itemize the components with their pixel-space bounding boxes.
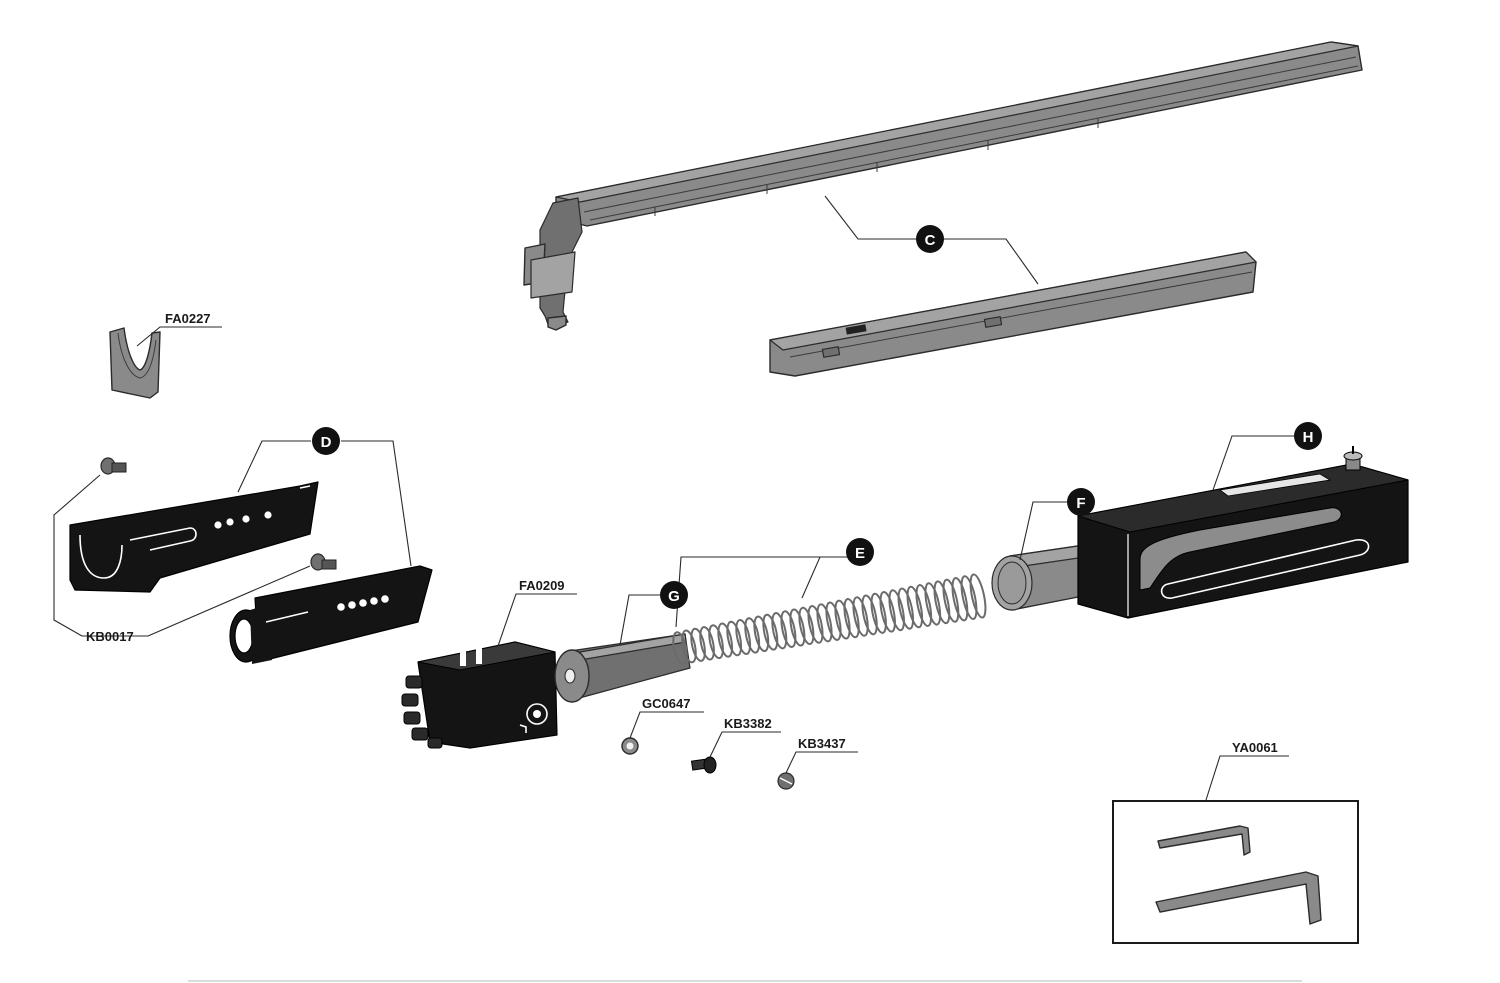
spring-coil: [771, 612, 788, 650]
spring-coil: [897, 587, 915, 630]
spring-coil: [717, 622, 734, 658]
kb0017-screw-upper: [100, 457, 127, 475]
spring-coil: [843, 597, 860, 639]
spring-clip-part: [109, 327, 161, 399]
small-hex-key: [1157, 825, 1251, 856]
long-top-rail: [523, 41, 1363, 331]
badge-C: C: [916, 225, 944, 253]
badge-G: G: [660, 581, 688, 609]
badge-F: F: [1067, 488, 1095, 516]
large-hex-key: [1155, 871, 1322, 925]
upper-end-bracket: [69, 481, 319, 593]
label-ya0061: YA0061: [1232, 740, 1278, 755]
spring-coil: [744, 617, 761, 654]
spring-coil: [681, 629, 697, 664]
svg-text:H: H: [1303, 429, 1314, 446]
spring-coil: [942, 578, 960, 623]
motor-head-block: [401, 641, 558, 749]
svg-text:F: F: [1076, 495, 1085, 512]
spring-coil: [951, 577, 969, 622]
spring-coil: [690, 627, 706, 662]
spring-coil: [699, 626, 715, 661]
label-kb3382: KB3382: [724, 716, 772, 731]
hex-key-box: [1112, 800, 1359, 944]
label-fa0209: FA0209: [519, 578, 565, 593]
spring-coil: [969, 573, 987, 619]
spring-coil: [735, 619, 752, 655]
svg-text:C: C: [925, 232, 936, 249]
label-gc0647: GC0647: [642, 696, 690, 711]
motor-housing: [1077, 446, 1409, 619]
spring-coil: [915, 584, 933, 627]
kb3382-screw: [690, 756, 717, 774]
spring-coil: [672, 631, 688, 665]
spring-coil: [906, 585, 924, 629]
spring-coil: [708, 624, 724, 660]
spring-coil: [807, 605, 824, 644]
spring-coil: [933, 580, 951, 625]
svg-text:E: E: [855, 545, 865, 562]
badge-E: E: [846, 538, 874, 566]
label-kb0017: KB0017: [86, 629, 134, 644]
gc0647-nut: [621, 737, 639, 755]
label-kb3437: KB3437: [798, 736, 846, 751]
spring-coil: [762, 613, 779, 651]
kb3437-grub-screw: [777, 772, 795, 790]
label-fa0227: FA0227: [165, 311, 211, 326]
spring-coil: [789, 608, 806, 647]
spring-coil: [852, 596, 869, 637]
axle-pin: [554, 633, 691, 703]
spring-coil: [726, 620, 743, 657]
spring-coil: [861, 594, 878, 636]
badge-D: D: [312, 427, 340, 455]
spring-coil: [798, 606, 815, 646]
spring-coil: [834, 599, 851, 640]
lower-end-bracket: [229, 565, 433, 664]
badge-H: H: [1294, 422, 1322, 450]
kb0017-screw-lower: [310, 553, 337, 571]
spring-coil: [870, 592, 887, 634]
short-rail: [769, 251, 1257, 377]
spring-coil: [960, 575, 978, 620]
spring-coil: [816, 603, 833, 643]
spring-coil: [924, 582, 942, 626]
compression-spring: [672, 573, 987, 665]
spring-coil: [753, 615, 770, 653]
spring-coil: [825, 601, 842, 641]
svg-text:G: G: [668, 588, 680, 605]
spring-coil: [879, 591, 896, 633]
spring-coil: [888, 589, 905, 632]
spring-coil: [780, 610, 797, 648]
svg-text:D: D: [321, 434, 332, 451]
